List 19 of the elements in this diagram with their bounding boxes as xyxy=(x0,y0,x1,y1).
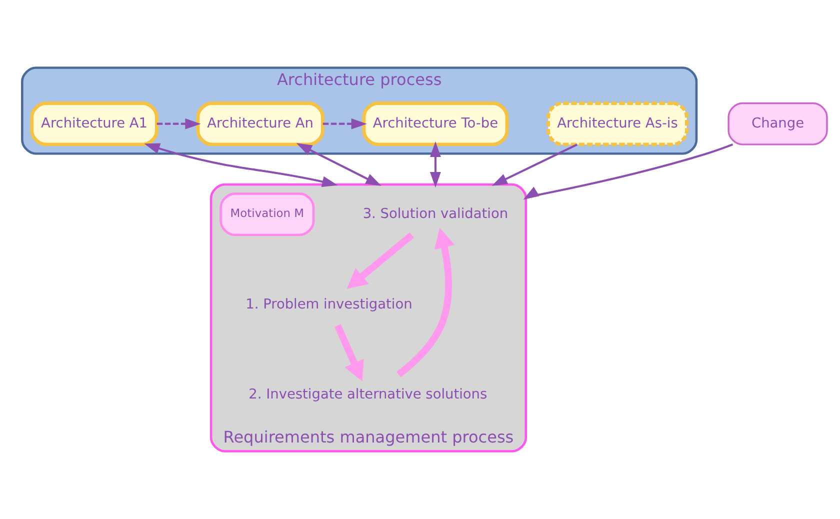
arrow xyxy=(346,232,414,289)
arrow xyxy=(430,141,441,188)
arrow xyxy=(156,118,201,130)
node-box: Motivation M xyxy=(220,192,315,236)
node-text: 3. Solution validation xyxy=(362,206,508,222)
node-box: Change xyxy=(728,102,828,146)
node-box: Architecture A1 xyxy=(30,102,158,146)
arrow xyxy=(322,118,367,130)
node-text: 1. Problem investigation xyxy=(246,296,412,312)
arrow xyxy=(396,228,455,378)
node-box: Architecture An xyxy=(196,102,324,146)
arrow xyxy=(334,324,364,382)
node-text: 2. Investigate alternative solutions xyxy=(248,386,488,403)
arrow xyxy=(523,144,734,200)
node-box: Architecture As-is xyxy=(546,102,688,146)
arrow xyxy=(296,143,382,186)
arrow xyxy=(492,144,578,186)
arrow xyxy=(144,143,338,188)
node-box: Architecture To-be xyxy=(362,102,509,146)
